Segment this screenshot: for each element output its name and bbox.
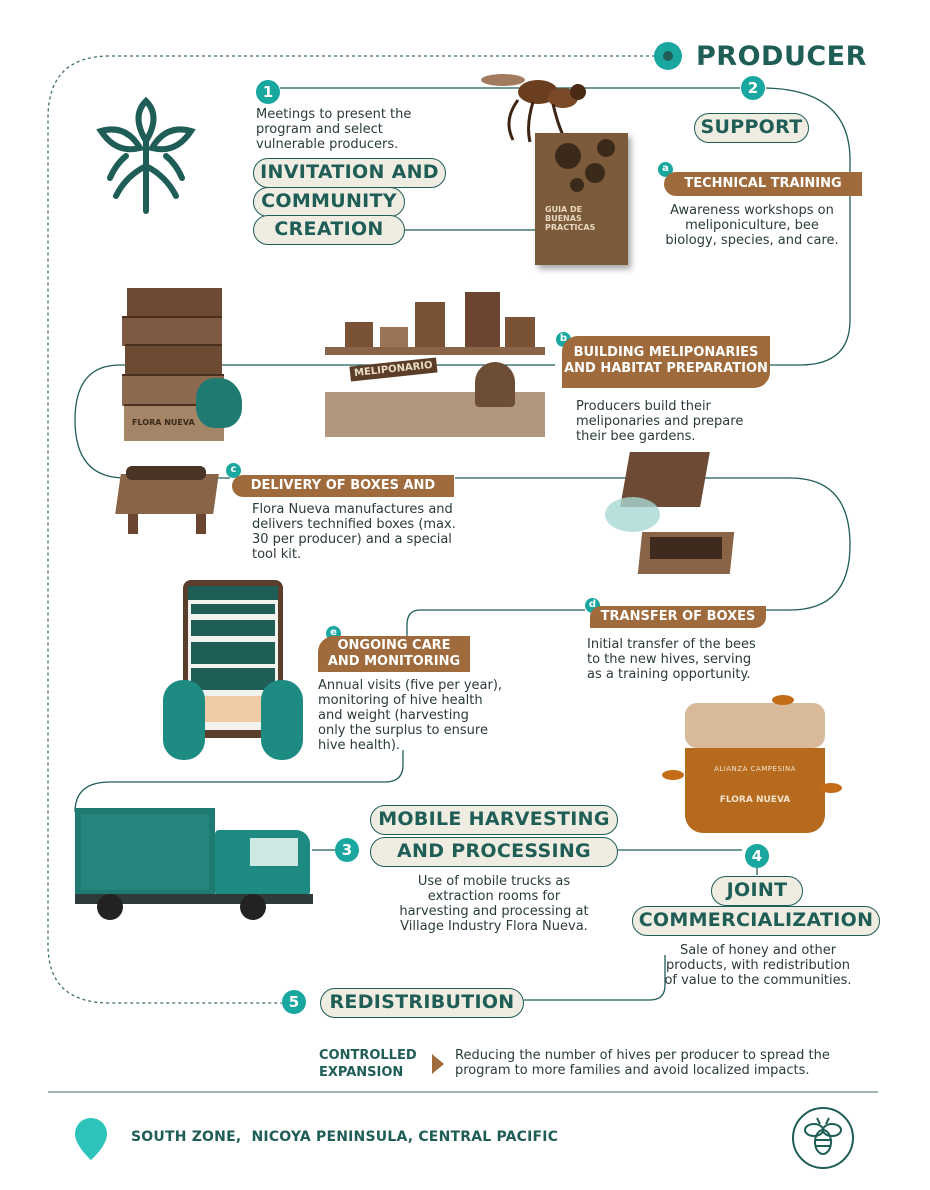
step-3-title-line1: MOBILE HARVESTING — [370, 805, 618, 835]
expansion-label-line2: EXPANSION — [319, 1065, 404, 1080]
step-4-title-line1: JOINT — [711, 876, 803, 906]
substep-b-title-line1: BUILDING MELIPONARIES — [573, 345, 759, 360]
step-5-title: REDISTRIBUTION — [320, 988, 524, 1018]
substep-e-title-block: ONGOING CARE AND MONITORING — [318, 636, 470, 672]
step-1-title-line2: COMMUNITY — [253, 187, 405, 217]
dashed-loop-line — [47, 55, 655, 1004]
step-3-title-line2: AND PROCESSING — [370, 837, 618, 867]
line-c-d — [455, 477, 851, 611]
monitoring-tablet-photo — [163, 580, 303, 770]
step-1-number: 1 — [256, 80, 280, 104]
step-2-number: 2 — [741, 76, 765, 100]
honey-jar-photo: ALIANZA CAMPESINA FLORA NUEVA — [662, 695, 850, 840]
meliponario-sign: MELIPONARIO — [349, 357, 438, 382]
stacked-hive-boxes-photo: FLORA NUEVA — [122, 288, 242, 443]
substep-d-title: TRANSFER OF BOXES — [590, 606, 766, 628]
line-e-truck — [74, 750, 404, 813]
guide-title: GUIA DE BUENAS PRACTICAS — [545, 205, 596, 232]
step-3-number: 3 — [335, 838, 359, 862]
step-5-number: 5 — [282, 990, 306, 1014]
mobile-truck-photo — [75, 808, 315, 923]
arrow-right-icon — [432, 1054, 444, 1074]
jar-brand-text: FLORA NUEVA — [719, 795, 791, 805]
step-1-title-line3: CREATION — [253, 215, 405, 245]
meliponario-photo: MELIPONARIO — [325, 292, 545, 437]
good-practices-guide-photo: GUIA DE BUENAS PRACTICAS — [535, 133, 628, 265]
substep-b-title-line2: AND HABITAT PREPARATION — [564, 361, 768, 376]
substep-a-description: Awareness workshops on meliponiculture, … — [665, 203, 839, 248]
flora-nueva-logo-icon — [96, 96, 196, 214]
page-title: PRODUCER — [696, 41, 867, 72]
step-1-description: Meetings to present the program and sele… — [256, 107, 412, 152]
line-d-e — [406, 609, 585, 640]
step-1-title-line1: INVITATION AND — [253, 158, 446, 188]
expansion-label-line1: CONTROLLED — [319, 1048, 417, 1063]
substep-c-letter: c — [226, 463, 241, 478]
step-2-title: SUPPORT — [694, 113, 809, 143]
step-4-title-line2: COMMERCIALIZATION — [632, 906, 880, 936]
substep-e-title-line2: AND MONITORING — [327, 654, 461, 669]
step-4-number: 4 — [745, 844, 769, 868]
substep-c-description: Flora Nueva manufactures and delivers te… — [252, 502, 456, 562]
footer-location: SOUTH ZONE, NICOYA PENINSULA, CENTRAL PA… — [131, 1129, 559, 1145]
step-3-description: Use of mobile trucks as extraction rooms… — [399, 874, 589, 934]
substep-b-title-block: BUILDING MELIPONARIES AND HABITAT PREPAR… — [562, 336, 770, 388]
bee-photo — [481, 74, 586, 143]
box-brand-label: FLORA NUEVA — [132, 418, 195, 427]
line-step2-b — [765, 87, 851, 366]
header-dot-inner — [663, 51, 673, 61]
expansion-label: CONTROLLED EXPANSION — [319, 1047, 417, 1081]
substep-b-description: Producers build their meliponaries and p… — [576, 399, 744, 444]
transfer-boxes-photo — [600, 452, 740, 582]
jar-arc-text: ALIANZA CAMPESINA — [714, 765, 796, 773]
glove-hand — [196, 378, 242, 428]
substep-c-title: DELIVERY OF BOXES AND KITS — [232, 475, 454, 515]
box-with-soil-photo — [115, 462, 219, 537]
bee-icon — [792, 1107, 854, 1169]
substep-e-title-line1: ONGOING CARE — [337, 638, 451, 653]
substep-e-description: Annual visits (five per year), monitorin… — [318, 678, 503, 753]
expansion-text: Reducing the number of hives per produce… — [455, 1048, 830, 1078]
substep-a-title: TECHNICAL TRAINING — [664, 172, 862, 196]
substep-d-description: Initial transfer of the bees to the new … — [587, 637, 756, 682]
line-b-c — [74, 364, 555, 479]
location-pin-icon — [75, 1118, 107, 1160]
step-4-description: Sale of honey and other products, with r… — [664, 943, 852, 988]
